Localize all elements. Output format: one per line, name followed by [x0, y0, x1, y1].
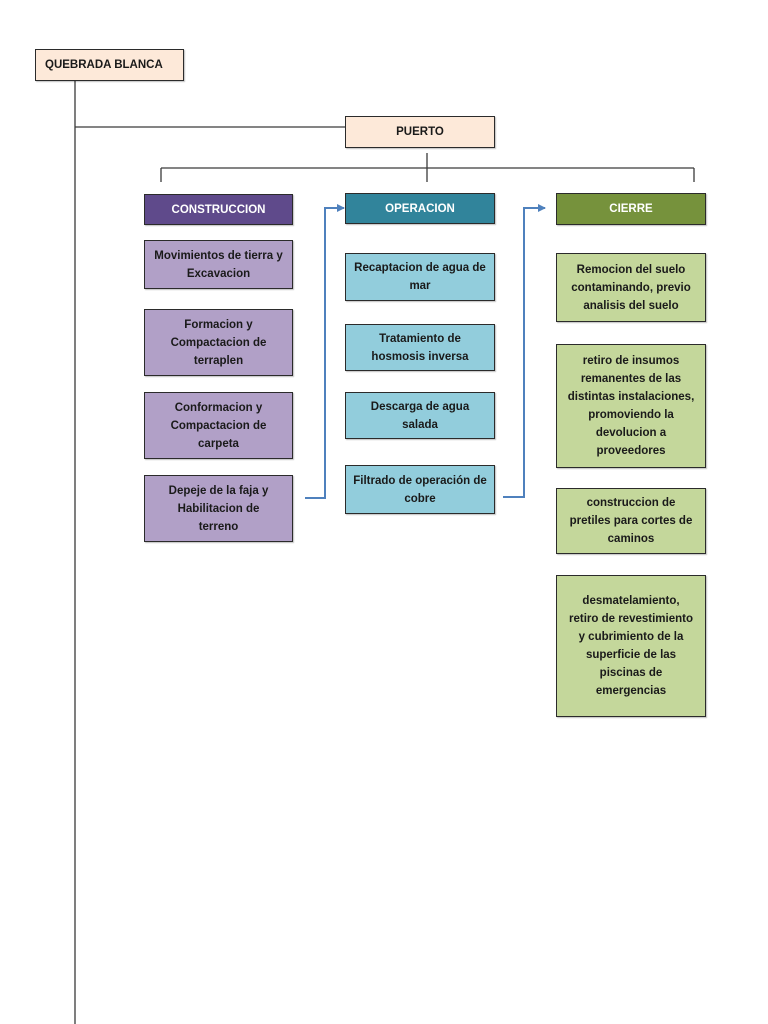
site-node-puerto: PUERTO	[345, 116, 495, 148]
cierre-activity-box: retiro de insumos remanentes de las dist…	[556, 344, 706, 468]
operacion-activity-box: Tratamiento de hosmosis inversa	[345, 324, 495, 371]
construccion-activity-box: Depeje de la faja y Habilitacion de terr…	[144, 475, 293, 542]
activity-label: Movimientos de tierra y Excavacion	[154, 249, 283, 280]
phase-header-label: OPERACION	[385, 202, 455, 215]
activity-label: Recaptacion de agua de mar	[354, 262, 486, 292]
phase-header-label: CONSTRUCCION	[171, 203, 266, 216]
phase-header-operacion: OPERACION	[345, 193, 495, 224]
operacion-activity-box: Recaptacion de agua de mar	[345, 253, 495, 301]
phase-header-cierre: CIERRE	[556, 193, 706, 225]
activity-label: Remocion del suelo contaminando, previo …	[571, 263, 691, 312]
activity-label: desmatelamiento, retiro de revestimiento…	[569, 595, 693, 697]
cierre-activity-box: Remocion del suelo contaminando, previo …	[556, 253, 706, 322]
arrow-construccion-to-operacion	[305, 204, 345, 499]
site-node-label: PUERTO	[396, 126, 444, 138]
activity-label: retiro de insumos remanentes de las dist…	[567, 355, 695, 457]
activity-label: Tratamiento de hosmosis inversa	[371, 332, 469, 363]
construccion-activity-box: Conformacion y Compactacion de carpeta	[144, 392, 293, 459]
construccion-activity-box: Movimientos de tierra y Excavacion	[144, 240, 293, 289]
cierre-activity-box: desmatelamiento, retiro de revestimiento…	[556, 575, 706, 717]
activity-label: Filtrado de operación de cobre	[353, 474, 487, 505]
root-node-quebrada-blanca: QUEBRADA BLANCA	[35, 49, 184, 81]
activity-label: Descarga de agua salada	[370, 400, 470, 431]
activity-label: Conformacion y Compactacion de carpeta	[170, 401, 267, 450]
activity-label: Formacion y Compactacion de terraplen	[170, 318, 267, 367]
operacion-activity-box: Descarga de agua salada	[345, 392, 495, 439]
arrow-operacion-to-cierre	[503, 204, 546, 498]
phase-header-label: CIERRE	[609, 203, 653, 215]
construccion-activity-box: Formacion y Compactacion de terraplen	[144, 309, 293, 376]
root-node-label: QUEBRADA BLANCA	[45, 59, 163, 71]
operacion-activity-box: Filtrado de operación de cobre	[345, 465, 495, 514]
cierre-activity-box: construccion de pretiles para cortes de …	[556, 488, 706, 554]
activity-label: construccion de pretiles para cortes de …	[569, 497, 693, 545]
phase-header-construccion: CONSTRUCCION	[144, 194, 293, 225]
activity-label: Depeje de la faja y Habilitacion de terr…	[168, 484, 269, 533]
